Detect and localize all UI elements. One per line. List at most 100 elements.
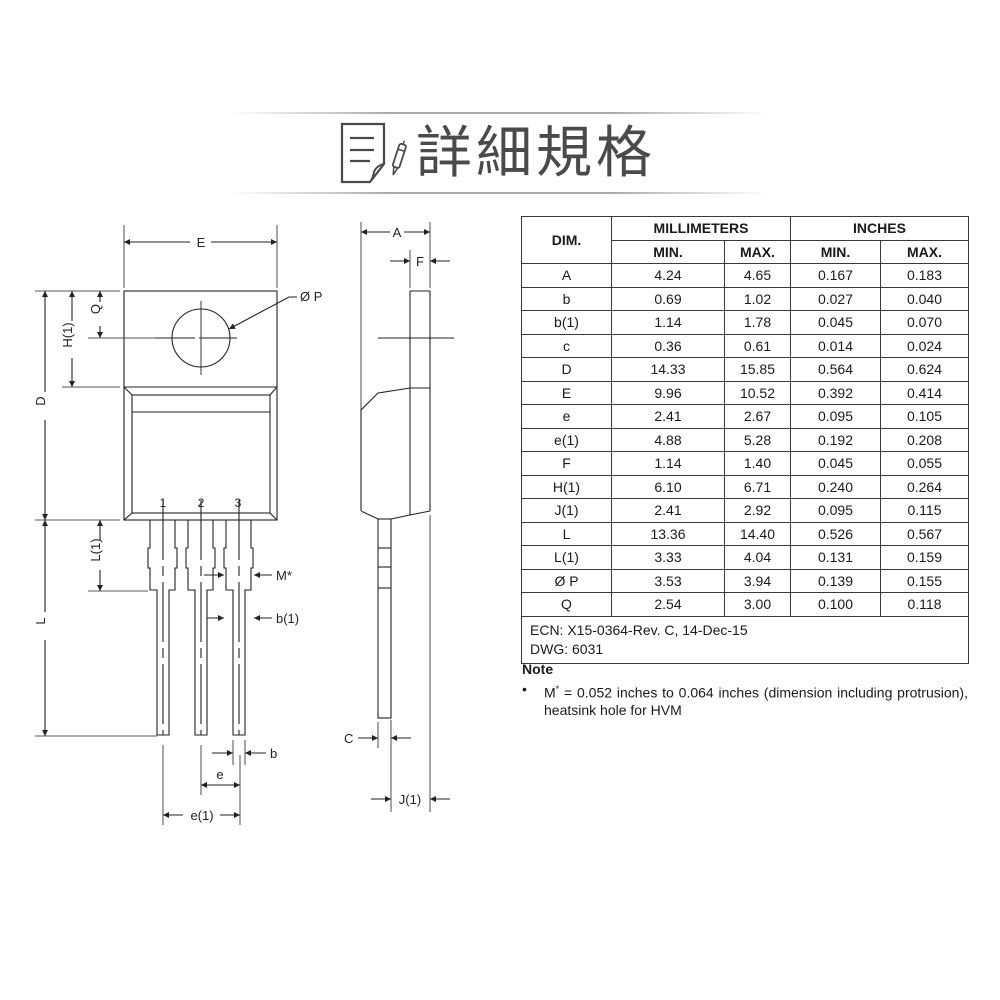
label-H1: H(1) — [60, 322, 75, 347]
label-pin-2: 2 — [198, 496, 205, 510]
label-pin-3: 3 — [235, 496, 242, 510]
cell-mm-max: 1.40 — [724, 451, 791, 476]
label-J1: J(1) — [399, 792, 421, 807]
title-top-divider — [230, 112, 770, 114]
cell-in-min: 0.192 — [790, 427, 881, 452]
note-symbol-sup: * — [555, 684, 560, 694]
lead-3 — [223, 500, 254, 736]
cell-dim: b(1) — [521, 310, 612, 335]
label-C: C — [344, 731, 353, 746]
cell-in-min: 0.131 — [790, 545, 881, 570]
cell-in-max: 0.115 — [880, 498, 969, 523]
note-symbol: M — [544, 684, 556, 701]
note-section: Note • M* = 0.052 inches to 0.064 inches… — [522, 661, 968, 719]
page-title: 詳細規格 — [340, 118, 656, 190]
cell-dim: e(1) — [521, 427, 612, 452]
cell-in-max: 0.567 — [880, 521, 969, 546]
cell-mm-max: 4.65 — [724, 263, 791, 288]
cell-in-min: 0.014 — [790, 333, 881, 358]
dwg-text: DWG: 6031 — [530, 640, 604, 657]
label-b: b — [270, 746, 277, 761]
cell-dim: A — [521, 263, 612, 288]
header-mm-max: MAX. — [724, 239, 791, 264]
cell-in-min: 0.564 — [790, 357, 881, 382]
label-M: M* — [276, 568, 292, 583]
cell-dim: D — [521, 357, 612, 382]
cell-in-min: 0.045 — [790, 310, 881, 335]
label-L1: L(1) — [88, 538, 103, 561]
cell-mm-max: 14.40 — [724, 521, 791, 546]
cell-mm-min: 1.14 — [611, 310, 725, 335]
lead-1 — [147, 500, 178, 736]
cell-mm-min: 0.36 — [611, 333, 725, 358]
cell-mm-max: 10.52 — [724, 380, 791, 405]
cell-mm-max: 1.78 — [724, 310, 791, 335]
cell-in-min: 0.095 — [790, 498, 881, 523]
cell-mm-min: 9.96 — [611, 380, 725, 405]
title-text: 詳細規格 — [416, 121, 656, 186]
cell-mm-min: 2.41 — [611, 404, 725, 429]
cell-mm-min: 0.69 — [611, 286, 725, 311]
cell-dim: Ø P — [521, 568, 612, 593]
cell-in-max: 0.183 — [880, 263, 969, 288]
cell-mm-min: 3.53 — [611, 568, 725, 593]
side-view — [358, 222, 454, 830]
label-e1: e(1) — [190, 808, 213, 823]
label-E: E — [197, 235, 206, 250]
cell-dim: E — [521, 380, 612, 405]
cell-mm-min: 4.88 — [611, 427, 725, 452]
cell-in-max: 0.105 — [880, 404, 969, 429]
label-Q: Q — [88, 304, 103, 314]
cell-in-max: 0.055 — [880, 451, 969, 476]
note-text: M* = 0.052 inches to 0.064 inches (dimen… — [544, 681, 968, 719]
cell-mm-max: 3.00 — [724, 592, 791, 617]
cell-in-min: 0.027 — [790, 286, 881, 311]
lead-2 — [185, 500, 216, 736]
header-mm-min: MIN. — [611, 239, 725, 264]
cell-in-min: 0.100 — [790, 592, 881, 617]
header-millimeters: MILLIMETERS — [611, 216, 791, 241]
table-footer-row: ECN: X15-0364-Rev. C, 14-Dec-15 DWG: 603… — [521, 615, 969, 664]
header-in-min: MIN. — [790, 239, 881, 264]
cell-dim: F — [521, 451, 612, 476]
header-in-max: MAX. — [880, 239, 969, 264]
cell-mm-min: 2.54 — [611, 592, 725, 617]
label-b1: b(1) — [276, 611, 299, 626]
header-inches: INCHES — [790, 216, 969, 241]
cell-in-max: 0.624 — [880, 357, 969, 382]
package-outline-drawing: E Ø P D L H(1) Q L(1) 1 2 3 M* b(1) b e … — [33, 222, 454, 830]
cell-mm-min: 6.10 — [611, 474, 725, 499]
cell-mm-max: 5.28 — [724, 427, 791, 452]
cell-dim: e — [521, 404, 612, 429]
label-e: e — [216, 767, 223, 782]
label-P: Ø P — [300, 289, 322, 304]
cell-in-max: 0.118 — [880, 592, 969, 617]
cell-in-max: 0.070 — [880, 310, 969, 335]
cell-in-min: 0.139 — [790, 568, 881, 593]
cell-mm-min: 1.14 — [611, 451, 725, 476]
label-pin-1: 1 — [160, 496, 167, 510]
cell-mm-max: 1.02 — [724, 286, 791, 311]
cell-mm-max: 2.92 — [724, 498, 791, 523]
cell-dim: L(1) — [521, 545, 612, 570]
label-F: F — [416, 254, 424, 269]
note-item: • M* = 0.052 inches to 0.064 inches (dim… — [522, 681, 968, 719]
cell-mm-max: 2.67 — [724, 404, 791, 429]
cell-in-min: 0.526 — [790, 521, 881, 546]
table-footer: ECN: X15-0364-Rev. C, 14-Dec-15 DWG: 603… — [521, 615, 969, 664]
ecn-text: ECN: X15-0364-Rev. C, 14-Dec-15 — [530, 621, 748, 638]
cell-in-max: 0.208 — [880, 427, 969, 452]
cell-in-max: 0.414 — [880, 380, 969, 405]
cell-in-min: 0.167 — [790, 263, 881, 288]
